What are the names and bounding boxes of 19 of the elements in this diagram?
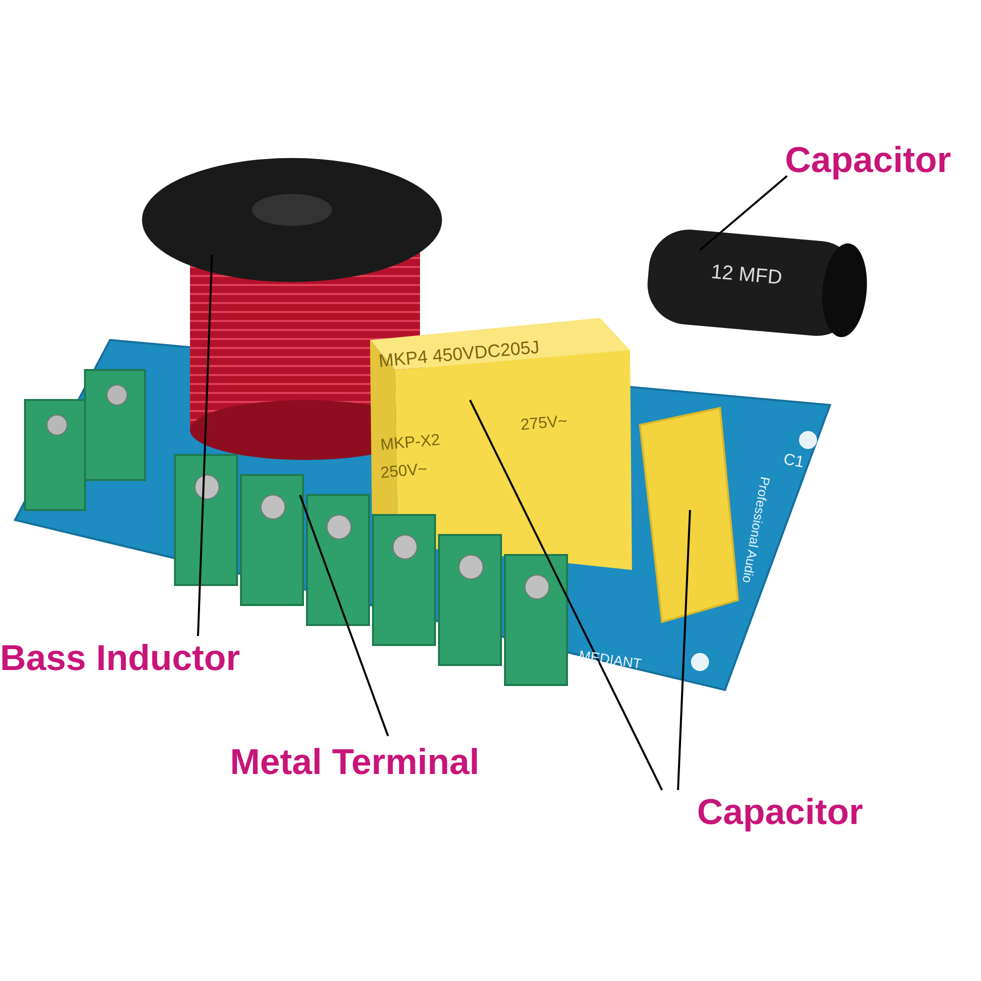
leader-line [699,175,788,251]
printed-marking: 275V~ [520,414,568,434]
callout-label: Bass Inductor [0,638,240,678]
leader-line [469,400,663,790]
printed-marking: C1 [782,452,806,472]
leader-line [299,494,389,736]
printed-marking: 12 MFD [710,262,783,288]
printed-marking: 250V~ [380,462,428,482]
printed-marking: MKP-X2 [380,432,441,454]
printed-marking: MEDIANT [578,648,642,671]
printed-marking: MKP4 450VDC205J [378,338,540,370]
leader-line [677,510,691,790]
callout-label: Capacitor [785,140,952,180]
printed-marking: Professional Audio [740,476,772,584]
film-capacitor [638,406,740,624]
callout-label: Capacitor [697,792,864,832]
leader-line [197,254,213,636]
callout-label: Metal Terminal [230,742,480,782]
film-capacitor [370,318,632,570]
